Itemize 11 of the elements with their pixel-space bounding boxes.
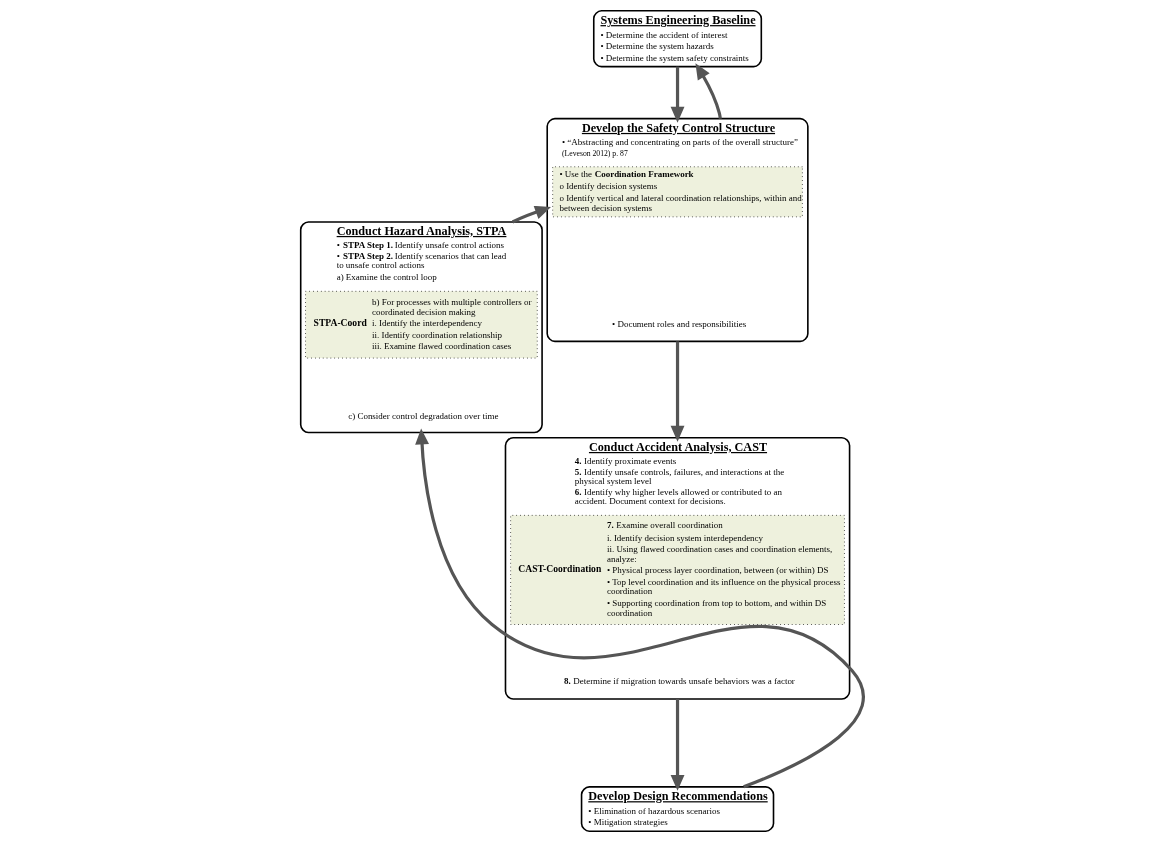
node-box: • Use the Coordination Framework o Identify decision systems o Identify vertical and lateral coordination relationships, within and between decision systems — [551, 166, 803, 218]
node-box: Systems Engineering Baseline • Determine the accident of interest • Determine the system hazards • Determine the system safety constraints — [592, 10, 762, 68]
arrow — [414, 428, 864, 789]
arrow — [670, 698, 684, 791]
arrow — [670, 66, 684, 123]
arrow — [670, 341, 684, 442]
node-box: CAST-Coordination 7. Examine overall coordination i. Identify decision system interdependency ii. Using flawed coordination cases and coordination elements, analyze: • Physical process layer coordination, between (or within) DS • Top level coordination and its influence on the physical process coordination • Supporting coordination from top to bottom, and within DS coordination — [509, 514, 845, 625]
arrow — [694, 63, 722, 119]
arrow — [511, 205, 551, 224]
node-box: Develop Design Recommendations • Elimination of hazardous scenarios • Mitigation strategies — [580, 786, 774, 832]
node-box: STPA-Coord b) For processes with multiple controllers or coordinated decision making i. Identify the interdependency ii. Identify coordination relationship iii. Examine flawed coordination cases — [304, 290, 538, 359]
